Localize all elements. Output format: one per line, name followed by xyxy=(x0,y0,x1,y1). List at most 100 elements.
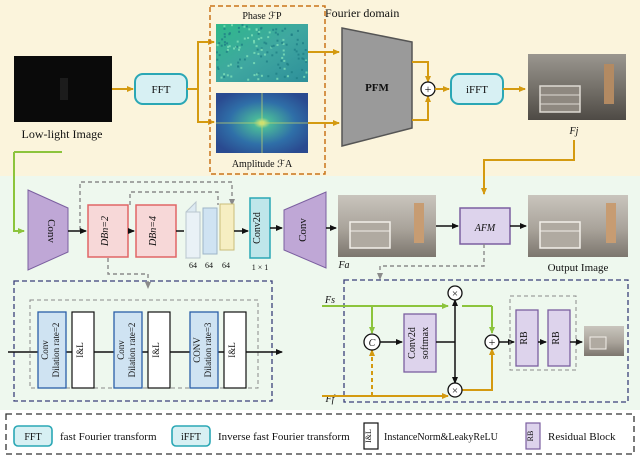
legend-ifft-text: Inverse fast Fourier transform xyxy=(218,431,350,443)
phase-noise-speck xyxy=(253,51,256,54)
phase-noise-speck xyxy=(279,66,282,69)
phase-noise-speck xyxy=(275,51,278,54)
phase-noise-speck xyxy=(216,44,219,47)
phase-noise-speck xyxy=(220,76,223,79)
phase-noise-speck xyxy=(276,33,279,36)
phase-noise-speck xyxy=(223,73,226,76)
legend-il-box-label: I&L xyxy=(364,429,373,443)
low-light-detail xyxy=(60,78,68,100)
concat-symbol: C xyxy=(369,338,376,349)
phase-noise-speck xyxy=(226,48,229,51)
phase-noise-speck xyxy=(281,56,284,59)
phase-noise-speck xyxy=(257,78,260,81)
phase-noise-speck xyxy=(239,58,241,61)
phase-noise-speck xyxy=(283,75,286,78)
db-detail-pointer xyxy=(107,258,151,289)
phase-noise-speck xyxy=(267,36,270,39)
phase-noise-speck xyxy=(240,66,243,69)
phase-noise-speck xyxy=(247,78,250,81)
phase-noise-speck xyxy=(237,65,239,68)
phase-noise-speck xyxy=(238,48,240,51)
pfm-out-lower xyxy=(412,95,431,121)
db-conv-label-1: Conv xyxy=(40,340,50,360)
stack-label-2: 64 xyxy=(205,261,213,270)
stack-label-3: 64 xyxy=(222,261,230,270)
db-conv-block-2 xyxy=(113,311,143,389)
conv2d-kernel-label: 1 × 1 xyxy=(252,263,269,272)
phase-noise-speck xyxy=(260,36,263,39)
phase-noise-speck xyxy=(297,53,300,56)
phase-noise-speck xyxy=(301,57,304,60)
afm-conv2d-label: Conv2d xyxy=(407,327,418,359)
db4-block xyxy=(135,204,177,258)
rb-label-1: RB xyxy=(519,331,530,345)
phase-noise-speck xyxy=(263,41,266,44)
low-light-label: Low-light Image xyxy=(22,127,103,141)
phase-noise-speck xyxy=(305,59,308,62)
db-il-label-3: I&L xyxy=(227,342,237,358)
phase-noise-speck xyxy=(238,30,241,33)
phase-noise-speck xyxy=(217,68,220,70)
phase-noise-speck xyxy=(223,25,226,28)
fj-shelf xyxy=(539,85,581,113)
phase-noise-speck xyxy=(238,46,241,49)
legend-ifft-box-label: iFFT xyxy=(181,432,201,443)
phase-noise-speck xyxy=(253,62,256,65)
phase-noise-speck xyxy=(296,38,299,41)
skip-connection-outer xyxy=(79,181,235,230)
phase-noise-speck xyxy=(301,68,304,71)
phase-noise-speck xyxy=(297,29,299,32)
db-il-block-2 xyxy=(147,311,171,389)
phase-noise-speck xyxy=(223,27,226,30)
pfm-label: PFM xyxy=(365,82,389,94)
fa-shelf xyxy=(349,221,391,249)
feature-stack-3-face xyxy=(219,203,235,251)
phase-noise-speck xyxy=(272,28,275,31)
phase-noise-speck xyxy=(303,75,306,78)
afm-detail-box xyxy=(343,279,629,403)
phase-noise-speck xyxy=(245,25,248,28)
afm-block xyxy=(459,207,511,245)
green-input-line xyxy=(13,152,25,234)
phase-noise-speck xyxy=(225,50,228,53)
phase-noise-speck xyxy=(290,34,293,36)
legend-rb-box xyxy=(525,422,541,450)
phase-noise-speck xyxy=(272,44,275,47)
phase-noise-speck xyxy=(218,54,221,57)
phase-noise-speck xyxy=(243,25,246,28)
phase-noise-speck xyxy=(276,77,279,80)
legend-fft-text: fast Fourier transform xyxy=(60,431,157,443)
output-figure xyxy=(606,203,616,243)
afm-conv2d-block xyxy=(403,313,437,373)
phase-noise-speck xyxy=(295,43,298,46)
phase-noise-speck xyxy=(286,62,289,65)
phase-noise-speck xyxy=(260,48,263,51)
phase-noise-speck xyxy=(275,72,278,75)
phase-noise-speck xyxy=(260,74,263,77)
skip-connection-inner xyxy=(129,191,219,205)
phase-noise-speck xyxy=(246,55,249,58)
phase-noise-speck xyxy=(228,45,231,48)
pfm-out-upper xyxy=(412,61,431,83)
multiply-node-bottom xyxy=(447,382,463,398)
phase-noise-speck xyxy=(304,49,307,51)
phase-noise-speck xyxy=(237,26,240,29)
phase-noise-speck xyxy=(236,40,239,43)
ff-to-add xyxy=(462,348,495,391)
phase-noise-speck xyxy=(263,53,266,56)
phase-noise-speck xyxy=(253,74,256,77)
phase-noise-speck xyxy=(293,48,296,51)
phase-noise-speck xyxy=(282,42,285,45)
pfm-block xyxy=(341,27,413,147)
phase-noise-speck xyxy=(290,71,293,74)
multiply-symbol-top: × xyxy=(452,288,458,300)
conv2d-label: Conv2d xyxy=(252,212,263,244)
db-detail-inner xyxy=(29,299,259,389)
db-il-label-1: I&L xyxy=(75,342,85,358)
phase-noise-speck xyxy=(237,61,240,64)
phase-noise-speck xyxy=(251,34,253,37)
phase-noise-speck xyxy=(223,33,226,36)
db2-label: DBn=2 xyxy=(100,216,111,247)
phase-noise-speck xyxy=(286,75,289,78)
